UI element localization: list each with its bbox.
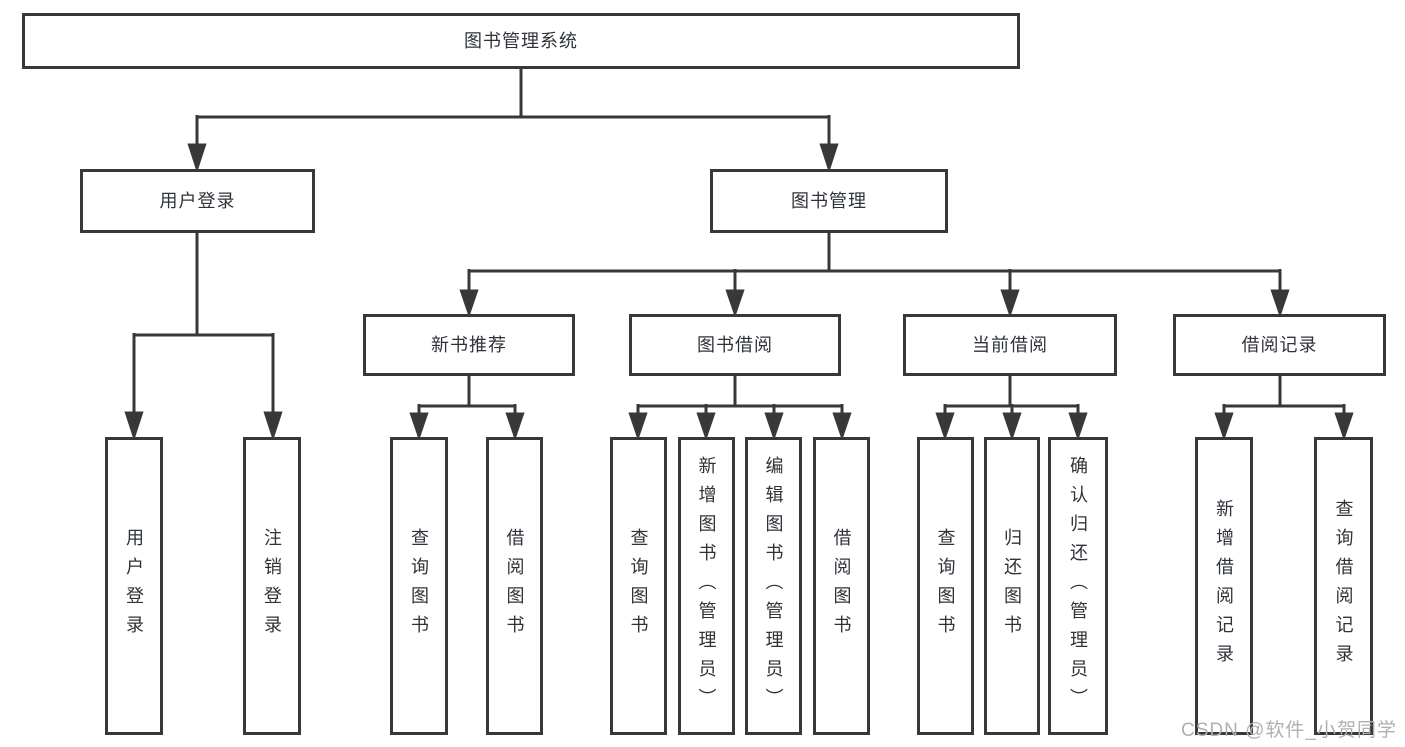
leaf-query-book-3: 查询图书 <box>917 437 974 735</box>
arrowhead <box>1068 412 1088 441</box>
leaf-query-book-2-label: 查询图书 <box>628 528 649 644</box>
arrowhead <box>1270 289 1290 318</box>
leaf-add-book-admin: 新增图书（管理员） <box>678 437 735 735</box>
leaf-user-login-label: 用户登录 <box>124 528 144 644</box>
node-book-borrow: 图书借阅 <box>629 314 841 376</box>
leaf-add-borrow-record: 新增借阅记录 <box>1195 437 1253 735</box>
connector-root-to-level2 <box>187 69 839 173</box>
leaf-borrow-book-1-label: 借阅图书 <box>504 528 525 644</box>
node-book-borrow-label: 图书借阅 <box>697 335 773 355</box>
node-borrow-record: 借阅记录 <box>1173 314 1386 376</box>
leaf-return-book: 归还图书 <box>984 437 1040 735</box>
node-new-book-rec-label: 新书推荐 <box>431 335 507 355</box>
arrowhead <box>263 411 283 441</box>
leaf-borrow-book-1: 借阅图书 <box>486 437 543 735</box>
leaf-borrow-book-2: 借阅图书 <box>813 437 870 735</box>
arrowhead <box>832 412 852 441</box>
leaf-return-book-label: 归还图书 <box>1002 528 1022 644</box>
connector-new-book-children <box>409 376 525 441</box>
node-borrow-record-label: 借阅记录 <box>1241 335 1318 355</box>
node-current-borrow: 当前借阅 <box>903 314 1117 376</box>
connector-book-mgmt-modules <box>459 233 1290 318</box>
node-user-login: 用户登录 <box>80 169 315 233</box>
connector-borrow-record-children <box>1214 376 1354 441</box>
arrowhead <box>409 412 429 441</box>
connector-current-borrow-children <box>935 376 1088 441</box>
arrowhead <box>505 412 525 441</box>
arrowhead <box>459 289 479 318</box>
arrowhead <box>725 289 745 318</box>
arrowhead <box>1334 412 1354 441</box>
leaf-query-book-2: 查询图书 <box>610 437 667 735</box>
leaf-add-borrow-record-label: 新增借阅记录 <box>1214 499 1234 673</box>
node-book-mgmt-label: 图书管理 <box>791 191 867 211</box>
node-current-borrow-label: 当前借阅 <box>972 335 1048 355</box>
node-book-mgmt: 图书管理 <box>710 169 948 233</box>
leaf-logout-label: 注销登录 <box>262 528 282 644</box>
leaf-query-borrow-record-label: 查询借阅记录 <box>1333 499 1354 673</box>
leaf-edit-book-admin: 编辑图书（管理员） <box>745 437 802 735</box>
leaf-confirm-return-admin-label: 确认归还（管理员） <box>1068 455 1088 717</box>
leaf-user-login: 用户登录 <box>105 437 163 735</box>
leaf-query-book-1: 查询图书 <box>390 437 448 735</box>
arrowhead <box>1000 289 1020 318</box>
arrowhead <box>124 411 144 441</box>
leaf-query-book-1-label: 查询图书 <box>409 528 429 644</box>
arrowhead <box>187 143 207 173</box>
leaf-confirm-return-admin: 确认归还（管理员） <box>1048 437 1108 735</box>
leaf-logout: 注销登录 <box>243 437 301 735</box>
leaf-edit-book-admin-label: 编辑图书（管理员） <box>763 455 784 717</box>
leaf-add-book-admin-label: 新增图书（管理员） <box>696 455 717 717</box>
arrowhead <box>628 412 648 441</box>
arrowhead <box>935 412 955 441</box>
arrowhead <box>819 143 839 173</box>
watermark: CSDN @软件_小贺同学 <box>1181 720 1397 741</box>
node-new-book-rec: 新书推荐 <box>363 314 575 376</box>
leaf-borrow-book-2-label: 借阅图书 <box>831 528 852 644</box>
node-user-login-label: 用户登录 <box>159 191 236 211</box>
leaf-query-book-3-label: 查询图书 <box>935 528 956 644</box>
arrowhead <box>696 412 716 441</box>
arrowhead <box>764 412 784 441</box>
leaf-query-borrow-record: 查询借阅记录 <box>1314 437 1373 735</box>
connector-book-borrow-children <box>628 376 852 441</box>
node-root-label: 图书管理系统 <box>464 31 578 51</box>
connector-user-login-children <box>124 233 283 441</box>
arrowhead <box>1214 412 1234 441</box>
arrowhead <box>1002 412 1022 441</box>
node-root: 图书管理系统 <box>22 13 1020 69</box>
